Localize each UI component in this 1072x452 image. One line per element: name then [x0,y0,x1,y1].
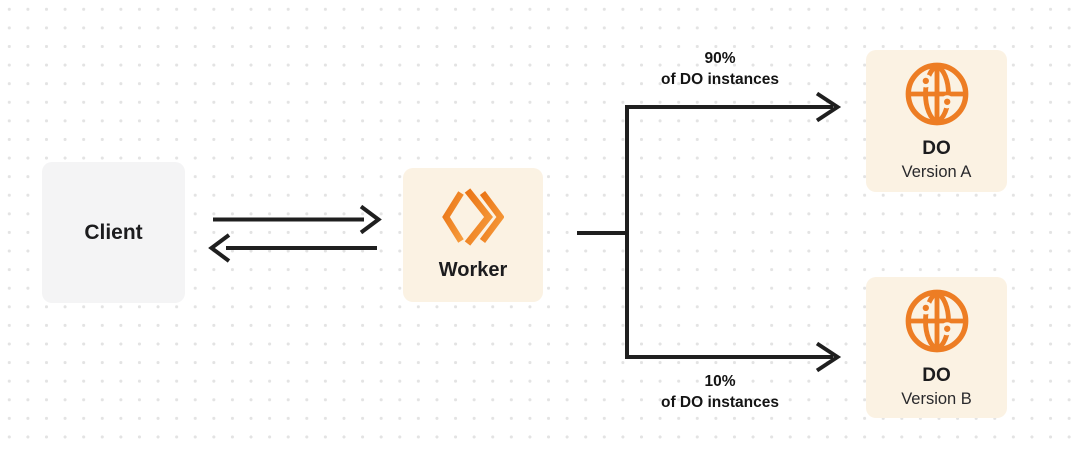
do-b-title: DO [922,364,951,386]
worker-node: Worker [403,168,543,302]
arrowhead-top-branch [815,91,842,123]
worker-label: Worker [438,259,508,281]
bottom-branch-label: 10% of DO instances [615,371,825,413]
do-a-title: DO [922,138,951,160]
globe-icon [905,289,968,353]
bottom-branch-caption: of DO instances [661,394,779,411]
do-version-a-node: DO Version A [866,50,1007,192]
globe-icon [905,62,968,126]
client-label: Client [84,220,143,244]
branch-fork [625,105,833,359]
top-branch-label: 90% of DO instances [615,48,825,90]
do-a-subtitle: Version A [901,163,972,181]
client-node: Client [42,162,185,303]
arrow-client-to-worker [213,204,382,235]
do-version-b-node: DO Version B [866,277,1007,418]
bottom-branch-percent: 10% [704,373,736,390]
arrow-worker-to-client [208,233,377,263]
arrowhead-bottom-branch [815,341,842,373]
top-branch-percent: 90% [704,50,736,67]
workers-icon [442,188,504,246]
top-branch-caption: of DO instances [661,71,779,88]
do-b-subtitle: Version B [901,389,972,408]
